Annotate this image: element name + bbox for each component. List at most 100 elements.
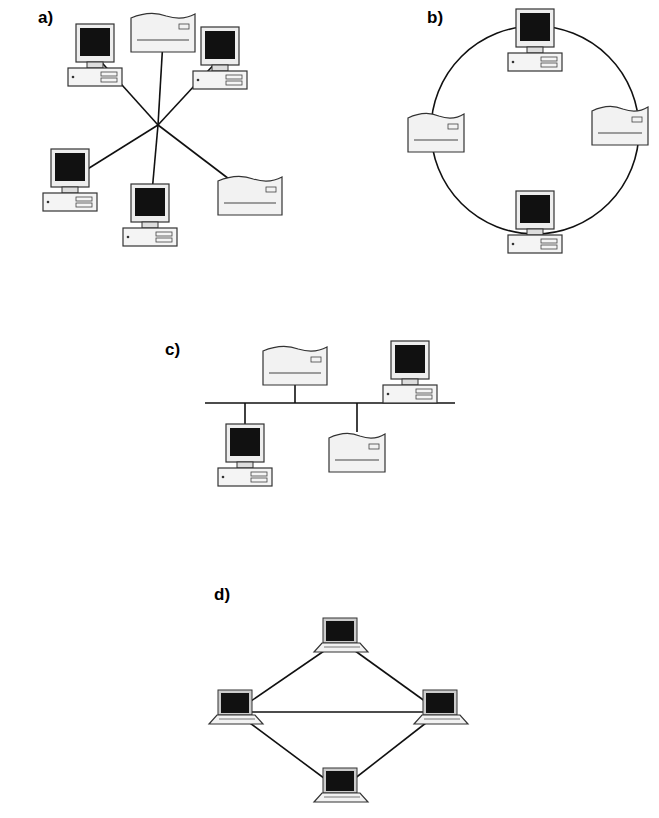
printer-body: [263, 346, 327, 385]
system-unit: [508, 235, 562, 253]
printer-icon: [263, 346, 327, 385]
network-cable: [244, 403, 246, 424]
system-unit: [193, 71, 247, 89]
power-light: [47, 201, 50, 204]
laptop-lid: [323, 618, 357, 643]
laptop-lid: [218, 690, 252, 715]
network-cable: [356, 403, 358, 432]
computer-icon: [383, 341, 437, 403]
panel-label: b): [427, 8, 443, 28]
monitor-screen: [520, 13, 550, 41]
paper-slot: [335, 460, 379, 461]
monitor-frame: [76, 24, 114, 62]
power-light: [127, 236, 130, 239]
drive-bay: [416, 389, 432, 393]
drive-bay: [541, 239, 557, 243]
monitor-frame: [516, 191, 554, 229]
panel-label: a): [38, 8, 53, 28]
power-light: [512, 61, 515, 64]
drive-bay: [541, 245, 557, 249]
network-cable: [158, 58, 220, 125]
monitor-screen: [395, 345, 425, 373]
control-panel: [632, 117, 642, 122]
power-light: [72, 76, 75, 79]
printer-body: [408, 113, 464, 152]
laptop-lid: [323, 768, 357, 793]
computer-icon: [43, 149, 97, 211]
monitor-frame: [51, 149, 89, 187]
control-panel: [311, 357, 321, 362]
drive-bay: [251, 478, 267, 482]
system-unit: [68, 68, 122, 86]
keyboard-row: [219, 719, 255, 720]
laptop-base: [209, 715, 263, 724]
power-light: [387, 393, 390, 396]
laptop-base: [414, 715, 468, 724]
monitor-frame: [201, 27, 239, 65]
drive-bay: [541, 57, 557, 61]
computer-icon: [508, 9, 562, 71]
drive-bay: [226, 75, 242, 79]
network-cable: [95, 55, 158, 125]
panel-label: c): [165, 340, 180, 360]
paper-slot: [137, 40, 189, 41]
laptop-screen: [221, 693, 249, 713]
power-light: [222, 476, 225, 479]
network-cable: [158, 40, 163, 125]
drive-bay: [76, 197, 92, 201]
monitor-screen: [230, 428, 260, 456]
printer-body: [131, 13, 195, 52]
laptop-screen: [426, 693, 454, 713]
system-unit: [508, 53, 562, 71]
laptop-icon: [314, 768, 368, 802]
laptop-screen: [326, 771, 354, 791]
monitor-stand: [212, 65, 228, 71]
drive-bay: [416, 395, 432, 399]
monitor-frame: [226, 424, 264, 462]
printer-icon: [218, 176, 282, 215]
printer-icon: [329, 433, 385, 472]
printer-icon: [408, 113, 464, 152]
monitor-stand: [527, 47, 543, 53]
keyboard-row: [424, 719, 460, 720]
printer-body: [218, 176, 282, 215]
power-light: [197, 79, 200, 82]
monitor-screen: [205, 31, 235, 59]
computer-icon: [508, 191, 562, 253]
control-panel: [179, 24, 189, 29]
system-unit: [123, 228, 177, 246]
monitor-frame: [131, 184, 169, 222]
drive-bay: [156, 238, 172, 242]
control-panel: [448, 124, 458, 129]
monitor-stand: [237, 462, 253, 468]
monitor-screen: [55, 153, 85, 181]
laptop-icon: [314, 618, 368, 652]
monitor-stand: [142, 222, 158, 228]
monitor-frame: [391, 341, 429, 379]
printer-body: [329, 433, 385, 472]
paper-slot: [598, 133, 642, 134]
laptop-icon: [414, 690, 468, 724]
system-unit: [218, 468, 272, 486]
paper-slot: [224, 203, 276, 204]
power-light: [512, 243, 515, 246]
panel-label: d): [214, 585, 230, 605]
keyboard-row: [324, 647, 360, 648]
monitor-screen: [80, 28, 110, 56]
laptop-icon: [209, 690, 263, 724]
monitor-stand: [402, 379, 418, 385]
drive-bay: [226, 81, 242, 85]
drive-bay: [76, 203, 92, 207]
printer-icon: [592, 106, 648, 145]
drive-bay: [101, 72, 117, 76]
monitor-frame: [516, 9, 554, 47]
paper-slot: [269, 373, 321, 374]
computer-icon: [218, 424, 272, 486]
monitor-screen: [135, 188, 165, 216]
monitor-stand: [527, 229, 543, 235]
computer-icon: [68, 24, 122, 86]
system-unit: [383, 385, 437, 403]
